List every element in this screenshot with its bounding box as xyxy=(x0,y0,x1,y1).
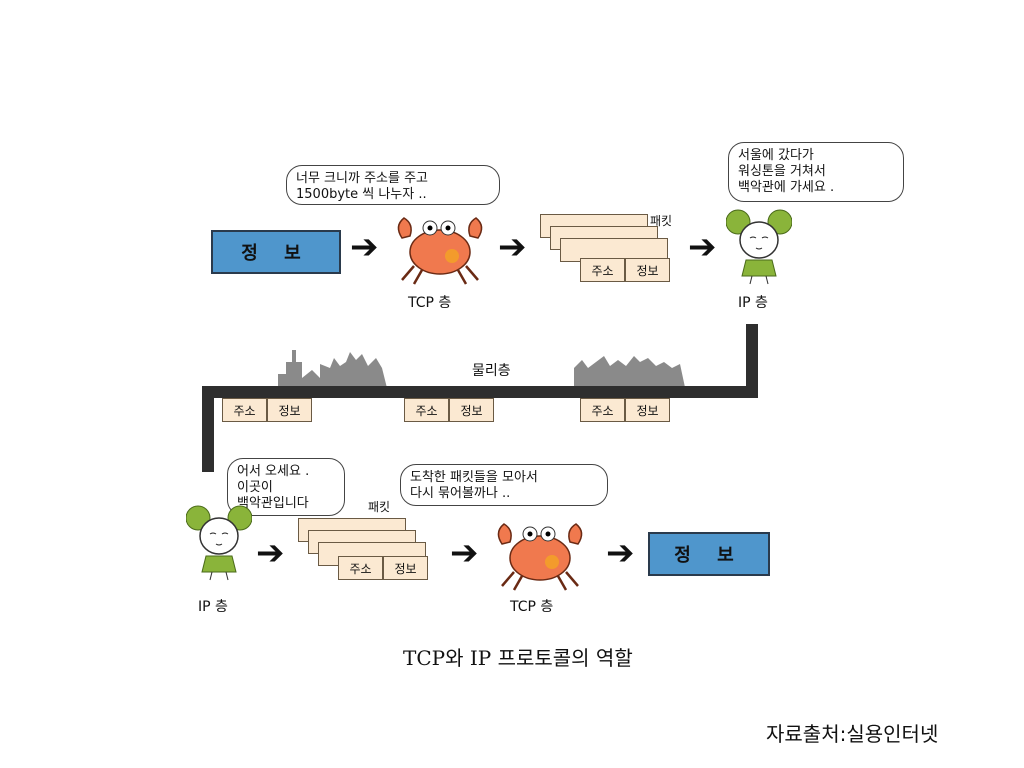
packet-label-bottom: 패킷 xyxy=(368,500,391,514)
physical-layer-label: 물리층 xyxy=(472,363,511,379)
packet-cell-info: 정보 xyxy=(625,258,670,282)
packet-cell-address: 주소 xyxy=(580,398,625,422)
packet-cell-address: 주소 xyxy=(338,556,383,580)
arrow-icon: ➔ xyxy=(606,533,635,573)
speech-bubble-ip-receive: 어서 오세요 . 이곳이 백악관입니다 xyxy=(227,458,345,516)
info-box-label: 정 보 xyxy=(241,243,311,264)
packet-cell-info: 정보 xyxy=(383,556,428,580)
packet-cell-info: 정보 xyxy=(625,398,670,422)
speech-bubble-tcp-send: 너무 크니까 주소를 주고 1500byte 씩 나누자 .. xyxy=(286,165,500,205)
tcp-layer-label-bottom: TCP 층 xyxy=(510,599,554,615)
crab-icon xyxy=(397,217,483,285)
packet-on-cable-2: 주소 정보 xyxy=(404,398,494,422)
ip-girl-icon xyxy=(726,209,792,285)
arrow-icon: ➔ xyxy=(256,533,285,573)
diagram-caption: TCP와 IP 프로토콜의 역할 xyxy=(403,646,633,670)
arrow-icon: ➔ xyxy=(450,533,479,573)
source-credit: 자료출처:실용인터넷 xyxy=(766,722,939,746)
ip-girl-icon xyxy=(186,505,252,581)
ip-layer-label-top: IP 층 xyxy=(738,295,768,311)
speech-bubble-ip-send: 서울에 갔다가 워싱톤을 거쳐서 백악관에 가세요 . xyxy=(728,142,904,202)
arrow-icon: ➔ xyxy=(350,227,379,267)
info-box-source: 정 보 xyxy=(211,230,341,274)
speech-bubble-tcp-receive: 도착한 패킷들을 모아서 다시 묶어볼까나 .. xyxy=(400,464,608,506)
packet-cell-address: 주소 xyxy=(404,398,449,422)
packet-cell-info: 정보 xyxy=(267,398,312,422)
packet-stack-bottom: 주소 정보 xyxy=(298,518,458,588)
packet-cell-info: 정보 xyxy=(449,398,494,422)
packet-on-cable-3: 주소 정보 xyxy=(580,398,670,422)
info-box-label: 정 보 xyxy=(674,545,744,566)
crab-icon xyxy=(497,523,583,591)
packet-cell-address: 주소 xyxy=(222,398,267,422)
arrow-icon: ➔ xyxy=(688,227,717,267)
packet-on-cable-1: 주소 정보 xyxy=(222,398,312,422)
packet-stack-top: 주소 정보 xyxy=(540,214,700,284)
arrow-icon: ➔ xyxy=(498,227,527,267)
packet-cell-address: 주소 xyxy=(580,258,625,282)
info-box-destination: 정 보 xyxy=(648,532,770,576)
packet-label-top: 패킷 xyxy=(650,214,673,228)
ip-layer-label-bottom: IP 층 xyxy=(198,599,228,615)
tcp-layer-label-top: TCP 층 xyxy=(408,295,452,311)
physical-layer-network xyxy=(202,324,758,472)
